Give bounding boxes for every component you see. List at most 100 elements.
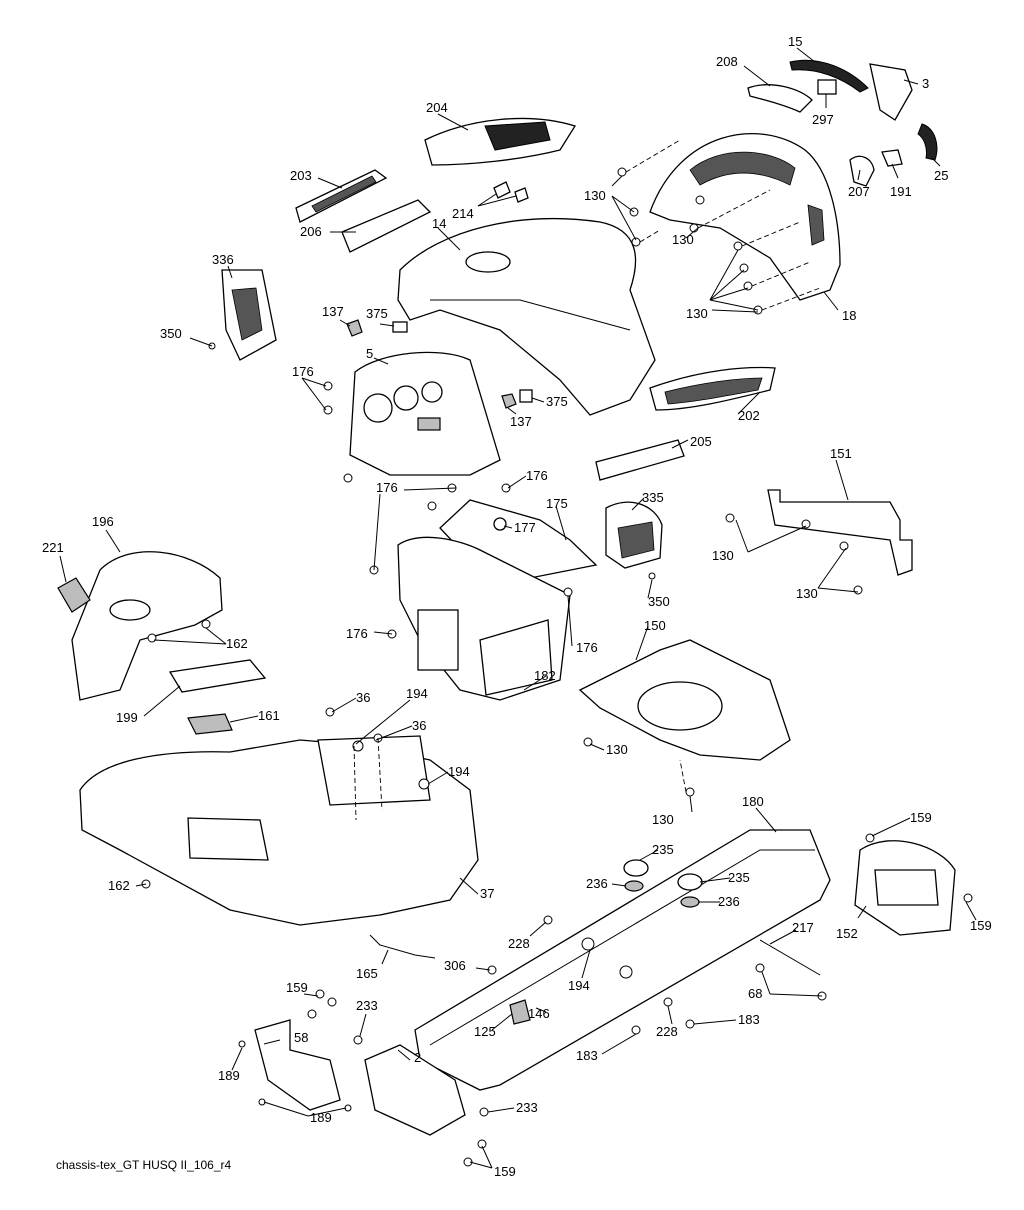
callout-177: 177 [514, 520, 536, 535]
part-336-mesh [231, 287, 263, 341]
callout-194-a: 194 [406, 686, 428, 701]
part-207-bezel [849, 155, 875, 187]
part-125-block [509, 999, 531, 1025]
part-152-inner [874, 869, 939, 906]
callout-159-c: 159 [286, 980, 308, 995]
callout-214: 214 [452, 206, 474, 221]
callout-130-b: 130 [672, 232, 694, 247]
callout-130-f: 130 [606, 742, 628, 757]
callout-235-a: 235 [652, 842, 674, 857]
part-58-bracket [254, 1019, 341, 1111]
callout-194-b: 194 [448, 764, 470, 779]
part-214-clip-b [514, 187, 529, 203]
callout-162-a: 162 [226, 636, 248, 651]
part-335-mesh [617, 521, 655, 559]
callout-199: 199 [116, 710, 138, 725]
callout-335: 335 [642, 490, 664, 505]
part-196-fender-cover [71, 551, 223, 701]
part-137-knob [346, 319, 363, 337]
callout-228-b: 228 [656, 1024, 678, 1039]
part-236-spacer-b [680, 896, 700, 908]
part-18-side-mesh [807, 204, 825, 246]
callout-152: 152 [836, 926, 858, 941]
part-235-mount-b [677, 873, 703, 891]
part-236-spacer [624, 880, 644, 892]
part-235-mount [623, 859, 649, 877]
part-182-panel-inset [479, 619, 553, 696]
part-150-opening [637, 681, 723, 731]
callout-37: 37 [480, 886, 494, 901]
callout-5: 5 [366, 346, 373, 361]
part-5-dash-console [349, 351, 501, 476]
callout-2: 2 [414, 1050, 421, 1065]
part-214-clip [493, 181, 511, 199]
callout-350-b: 350 [648, 594, 670, 609]
callout-130-d: 130 [712, 548, 734, 563]
part-202-mesh [664, 377, 763, 405]
part-180-frame [414, 829, 831, 1091]
callout-176-c: 176 [376, 480, 398, 495]
part-5-gauge-left [363, 393, 393, 423]
callout-205: 205 [690, 434, 712, 449]
part-161-trim [187, 713, 233, 735]
callout-25: 25 [934, 168, 948, 183]
callout-336: 336 [212, 252, 234, 267]
part-5-switch [417, 417, 441, 431]
callout-350-a: 350 [160, 326, 182, 341]
assembly-dash-lines [353, 139, 821, 821]
callout-151: 151 [830, 446, 852, 461]
part-5-gauge-mid [393, 385, 419, 411]
part-177-grommet [493, 517, 507, 531]
part-180-frame-edge [429, 849, 815, 1046]
part-204-hood-stripe [484, 121, 551, 151]
callout-159-a: 159 [910, 810, 932, 825]
part-3-bracket [869, 63, 913, 121]
part-217-rod [759, 939, 821, 976]
callout-36-b: 36 [412, 718, 426, 733]
callout-176-d: 176 [346, 626, 368, 641]
callout-180: 180 [742, 794, 764, 809]
callout-137-a: 137 [322, 304, 344, 319]
callout-159-d: 159 [494, 1164, 516, 1179]
callout-233-a: 233 [356, 998, 378, 1013]
callout-208: 208 [716, 54, 738, 69]
part-203-mesh [311, 175, 377, 213]
part-199-cover [168, 659, 267, 693]
callout-130-e: 130 [796, 586, 818, 601]
callout-159-b: 159 [970, 918, 992, 933]
part-14-hood-opening [465, 251, 511, 273]
part-25-corner [917, 123, 938, 161]
callout-130-g: 130 [652, 812, 674, 827]
callout-221: 221 [42, 540, 64, 555]
callout-297: 297 [812, 112, 834, 127]
callout-175: 175 [546, 496, 568, 511]
callout-204: 204 [426, 100, 448, 115]
callout-203: 203 [290, 168, 312, 183]
callout-150: 150 [644, 618, 666, 633]
callout-233-b: 233 [516, 1100, 538, 1115]
part-205-lower-trim [595, 439, 685, 481]
callout-165: 165 [356, 966, 378, 981]
callout-15: 15 [788, 34, 802, 49]
part-14-hood [397, 217, 656, 416]
callout-18: 18 [842, 308, 856, 323]
part-37-tank-opening [317, 735, 431, 806]
part-206-vent [341, 199, 432, 253]
part-37-seat-recess [187, 817, 269, 861]
leader-lines [59, 47, 977, 1169]
callout-36-a: 36 [356, 690, 370, 705]
callout-137-b: 137 [510, 414, 532, 429]
part-221-decal [57, 577, 91, 613]
callout-183-b: 183 [576, 1048, 598, 1063]
part-297-block [817, 79, 837, 95]
callout-labels: 15 208 3 297 25 191 207 204 203 214 14 2… [42, 34, 992, 1179]
part-5-gauge-right [421, 381, 443, 403]
callout-375-b: 375 [546, 394, 568, 409]
callout-58: 58 [294, 1030, 308, 1045]
callout-306: 306 [444, 958, 466, 973]
callout-182: 182 [534, 668, 556, 683]
callout-196: 196 [92, 514, 114, 529]
callout-130-c: 130 [686, 306, 708, 321]
part-15-trim-strip [789, 59, 869, 93]
